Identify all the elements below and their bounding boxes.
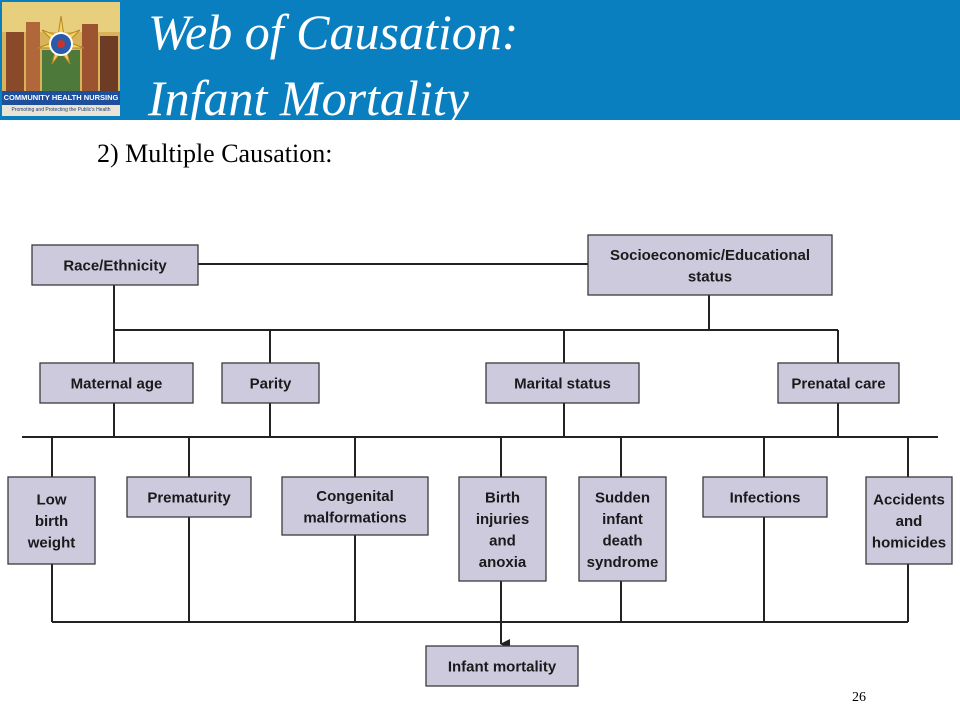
node-box [777,362,900,404]
node-race: Race/Ethnicity [31,244,199,286]
slide-subtitle: 2) Multiple Causation: [97,139,333,168]
node-congenital: Congenital malformations [281,476,429,536]
node-box [221,362,320,404]
node-infant-mortality: Infant mortality [425,645,579,687]
node-label: status [688,268,732,285]
slide-title-line1: Web of Causation: [148,4,519,60]
logo-tagline: Promoting and Protecting the Public's He… [2,105,120,116]
node-label: Congenital [316,488,394,505]
node-label: anoxia [479,554,527,571]
node-label: Accidents [873,492,945,509]
node-box [485,362,640,404]
node-label: birth [35,513,68,530]
node-label: and [489,532,516,549]
node-infections: Infections [702,476,828,518]
slide-title-line2: Infant Mortality [148,70,469,120]
node-maternal-age: Maternal age [39,362,194,404]
node-accidents: Accidents and homicides [865,476,953,565]
node-ses: Socioeconomic/Educational status [587,234,833,296]
community-health-nursing-logo: COMMUNITY HEALTH NURSING Promoting and P… [2,2,120,116]
node-label: and [896,513,923,530]
node-marital-status: Marital status [485,362,640,404]
node-label: infant [602,511,643,528]
node-label: Low [37,492,67,509]
node-label: syndrome [587,554,659,571]
node-box [865,476,953,565]
node-birth-injuries: Birth injuries and anoxia [458,476,547,582]
node-label: Race/Ethnicity [63,258,167,275]
node-box [702,476,828,518]
node-sids: Sudden infant death syndrome [578,476,667,582]
node-box [39,362,194,404]
node-label: Infections [730,490,801,507]
node-label: Marital status [514,376,611,393]
logo-wordmark: COMMUNITY HEALTH NURSING [2,91,120,105]
node-parity: Parity [221,362,320,404]
node-label: Sudden [595,489,650,506]
node-label: injuries [476,511,529,528]
node-label: death [602,532,642,549]
node-label: Maternal age [71,376,163,393]
node-box [587,234,833,296]
node-label: Birth [485,489,520,506]
node-box [31,244,199,286]
node-box [458,476,547,582]
slide-header: COMMUNITY HEALTH NURSING Promoting and P… [0,0,960,120]
node-box [7,476,96,565]
logo-artwork [2,2,120,91]
node-box [425,645,579,687]
node-box [578,476,667,582]
diagram-nodes: Race/Ethnicity Socioeconomic/Educational s… [7,234,953,687]
node-box [281,476,429,536]
node-label: homicides [872,535,946,552]
node-low-birth-weight: Low birth weight [7,476,96,565]
page-number: 26 [852,690,866,705]
node-prenatal-care: Prenatal care [777,362,900,404]
node-prematurity: Prematurity [126,476,252,518]
node-label: Prematurity [147,490,231,507]
diagram-connectors [22,263,938,649]
node-label: Prenatal care [791,376,885,393]
node-label: malformations [303,509,406,526]
node-label: Infant mortality [448,659,557,676]
node-label: weight [27,535,76,552]
node-box [126,476,252,518]
node-label: Socioeconomic/Educational [610,247,810,264]
node-label: Parity [250,376,292,393]
